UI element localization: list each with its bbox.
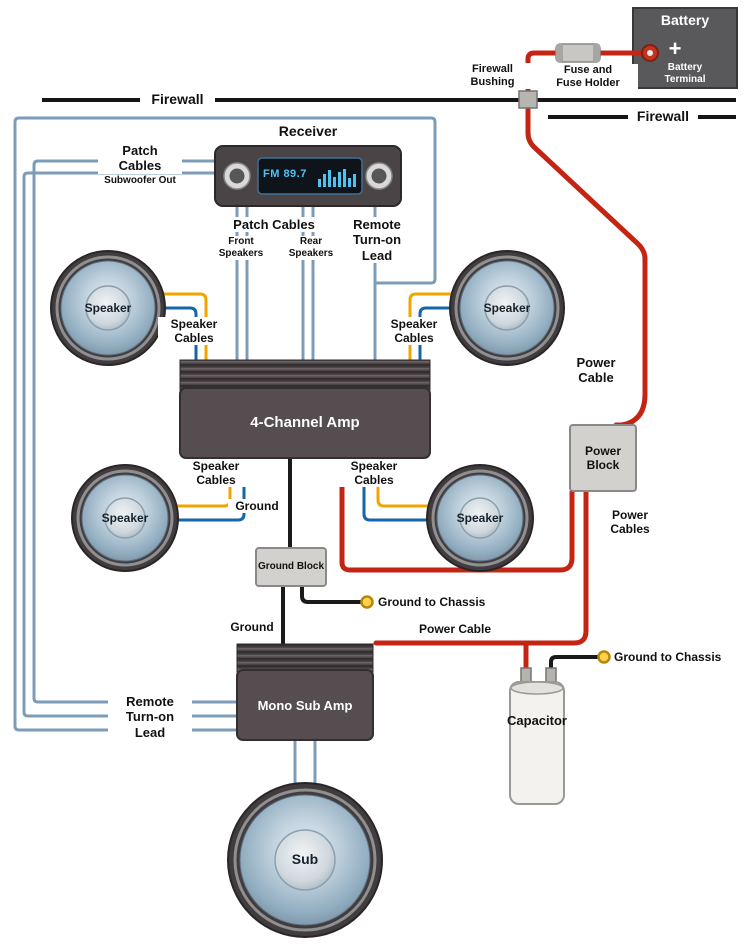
eq-bars-icon [318,169,356,187]
receiver [214,145,402,207]
ground-to-chassis-label-1: Ground to Chassis [378,595,518,610]
mono-sub-amp-label: Mono Sub Amp [257,698,353,713]
speaker-wire-neg [148,306,198,365]
speaker-rear-right [426,464,534,572]
remote-turn-on-lead-top-label: Remote Turn-on Lead [338,217,416,263]
capacitor-body [509,681,565,805]
four-channel-amp [179,359,431,459]
amp-heatsink-fins [236,643,374,673]
speaker-rear-left [71,464,179,572]
fuse-holder-label: Fuse and Fuse Holder [538,64,638,90]
receiver-display-text: FM 89.7 [263,168,307,180]
power-block [569,424,637,492]
ground-wire-chassis-2 [549,655,599,672]
remote-lead-loop-wire [13,116,437,732]
ground-top-label: Ground [228,499,286,514]
speaker-front-right-label: Speaker [483,301,531,315]
speaker-wire-neg [163,456,246,522]
tuning-knob-center [371,168,387,184]
speaker-front-left-label: Speaker [84,301,132,315]
ring-terminal-icon [597,650,611,664]
amp-body [179,387,431,459]
four-channel-amp-label: 4-Channel Amp [250,414,360,431]
subwoofer-out-label: Subwoofer Out [92,175,188,187]
capacitor-label: Capacitor [507,713,567,728]
patch-cables-subwoofer-label: Patch Cables [98,143,182,174]
firewall-left-label: Firewall [140,91,215,108]
ground-bottom-label: Ground [224,620,280,635]
subwoofer [227,782,383,938]
speaker-front-left [50,250,166,366]
power-cable-main [525,50,651,428]
subwoofer-label: Sub [291,851,319,867]
ground-to-chassis-label-2: Ground to Chassis [614,650,744,665]
ring-terminal-icon [360,595,374,609]
amp-body [236,669,374,741]
speaker-wire-pos [376,456,442,508]
volume-knob-center [229,168,245,184]
speaker-rear-left-label: Speaker [101,511,149,525]
speaker-rear-right-label: Speaker [456,511,504,525]
firewall-right-label: Firewall [628,108,698,125]
battery-label: Battery [660,12,710,28]
power-cable-monoamp [373,489,589,646]
speaker-cables-label-fl: Speaker Cables [158,317,230,346]
speaker-wire-neg [418,306,467,365]
subwoofer-patch-wire-2 [22,171,239,718]
ground-wire-chassis-1 [300,583,362,604]
power-cable-amp4 [339,455,575,573]
speaker-front-right [449,250,565,366]
remote-turn-on-lead-bottom-label: Remote Turn-on Lead [108,694,192,740]
power-cable-label: Power Cable [560,355,632,386]
subwoofer-patch-wire-1 [32,159,239,704]
rear-speakers-label: Rear Speakers [280,236,342,260]
ring-terminals [360,595,611,664]
ground-wires [281,456,599,672]
power-wires [339,50,651,675]
firewall-bushing-label: Firewall Bushing [450,63,535,89]
capacitor [509,667,565,805]
power-cables-label: Power Cables [596,508,664,537]
power-cable-sub-label: Power Cable [400,622,510,637]
speaker-cables-label-fr: Speaker Cables [378,317,450,346]
battery-terminal-icon [641,44,659,62]
speaker-wire-pos [148,292,208,365]
speaker-wire-neg [362,456,442,522]
speaker-cables-label-rr: Speaker Cables [338,459,410,488]
battery-plus-sign: + [668,36,682,61]
fuse-holder [555,43,601,63]
signal-wires [13,116,437,802]
mono-sub-amp [236,643,374,741]
speaker-cables-label-rl: Speaker Cables [180,459,252,488]
capacitor-top [510,681,564,695]
speaker-wire-pos [408,292,467,365]
firewall-bushing [518,90,538,109]
battery-terminal-label: Battery Terminal [664,62,706,85]
receiver-label: Receiver [278,123,338,139]
ground-block-label: Ground Block [257,561,325,572]
power-block-label: Power Block [584,444,621,473]
patch-cables-label: Patch Cables [220,217,328,233]
ground-block [255,547,327,587]
amp-heatsink-fins [179,359,431,391]
front-speakers-label: Front Speakers [210,236,272,260]
